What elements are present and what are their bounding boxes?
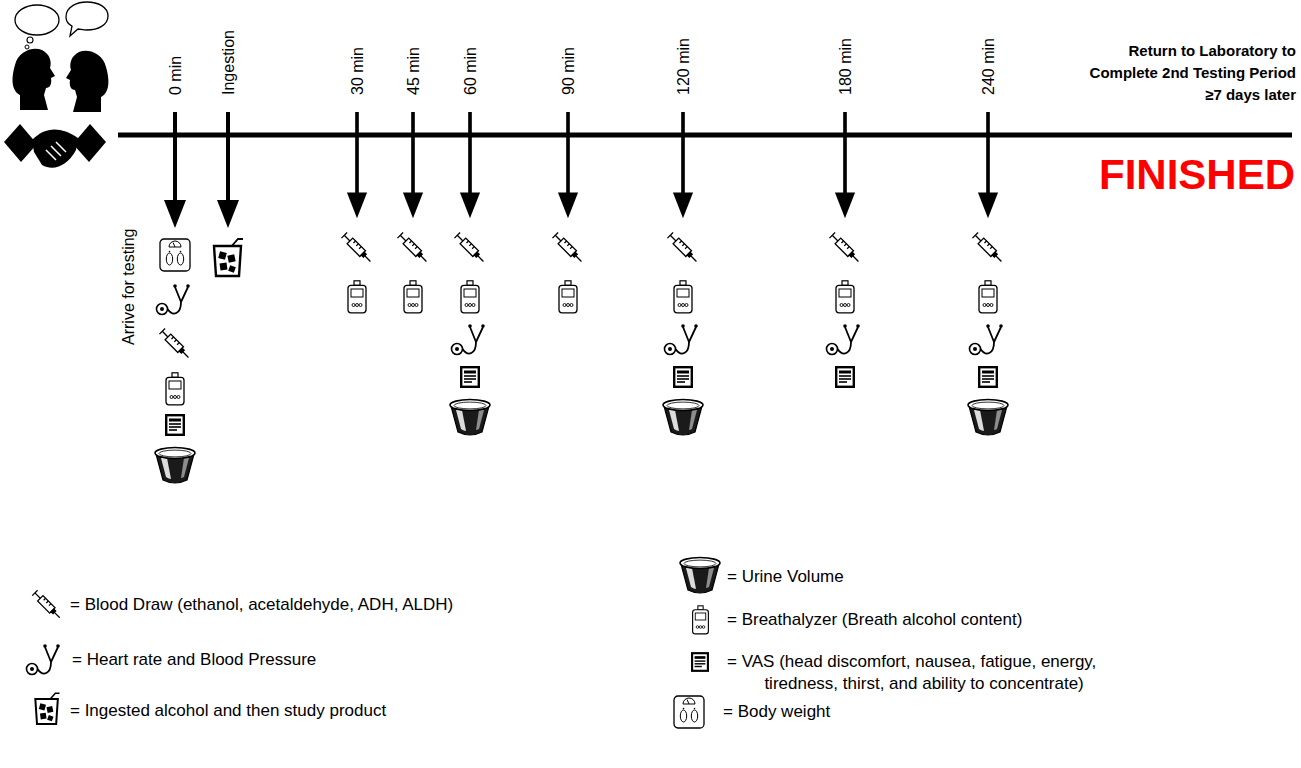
legend-text: = Urine Volume <box>727 566 844 588</box>
return-note: Return to Laboratory to Complete 2nd Tes… <box>1078 40 1296 105</box>
measures-60 <box>450 232 490 435</box>
legend-text: = Ingested alcohol and then study produc… <box>70 700 386 722</box>
measures-180 <box>827 232 862 386</box>
legend-text: = Blood Draw (ethanol, acetaldehyde, ADH… <box>70 594 453 616</box>
measures-90 <box>552 232 584 312</box>
people-icon <box>13 2 109 112</box>
time-label: 45 min <box>404 47 423 95</box>
baseline-measures <box>155 239 195 483</box>
measures-120 <box>663 232 703 435</box>
drink-icon <box>214 239 243 276</box>
time-label: 60 min <box>461 47 480 95</box>
time-label: 120 min <box>674 38 693 95</box>
arrival-label: Arrive for testing <box>119 229 138 345</box>
legend-icons <box>27 558 721 729</box>
legend-text: = Breathalyzer (Breath alcohol content) <box>727 609 1022 631</box>
measures-45 <box>397 232 429 312</box>
time-arrows <box>164 112 998 228</box>
measures-240 <box>968 232 1008 435</box>
legend-text: = Heart rate and Blood Pressure <box>72 649 316 671</box>
time-label: 90 min <box>559 47 578 95</box>
time-label: 0 min <box>166 56 185 95</box>
finished-label: FINISHED <box>1099 150 1295 200</box>
time-label: 30 min <box>348 47 367 95</box>
time-label: 180 min <box>836 38 855 95</box>
time-label: 240 min <box>979 38 998 95</box>
legend-text: = Body weight <box>723 701 830 723</box>
legend-text: = VAS (head discomfort, nausea, fatigue,… <box>727 651 1147 695</box>
measures-30 <box>341 232 373 312</box>
timeline-axis <box>118 133 1292 138</box>
time-label: Ingestion <box>219 30 238 95</box>
handshake-icon <box>4 124 106 168</box>
